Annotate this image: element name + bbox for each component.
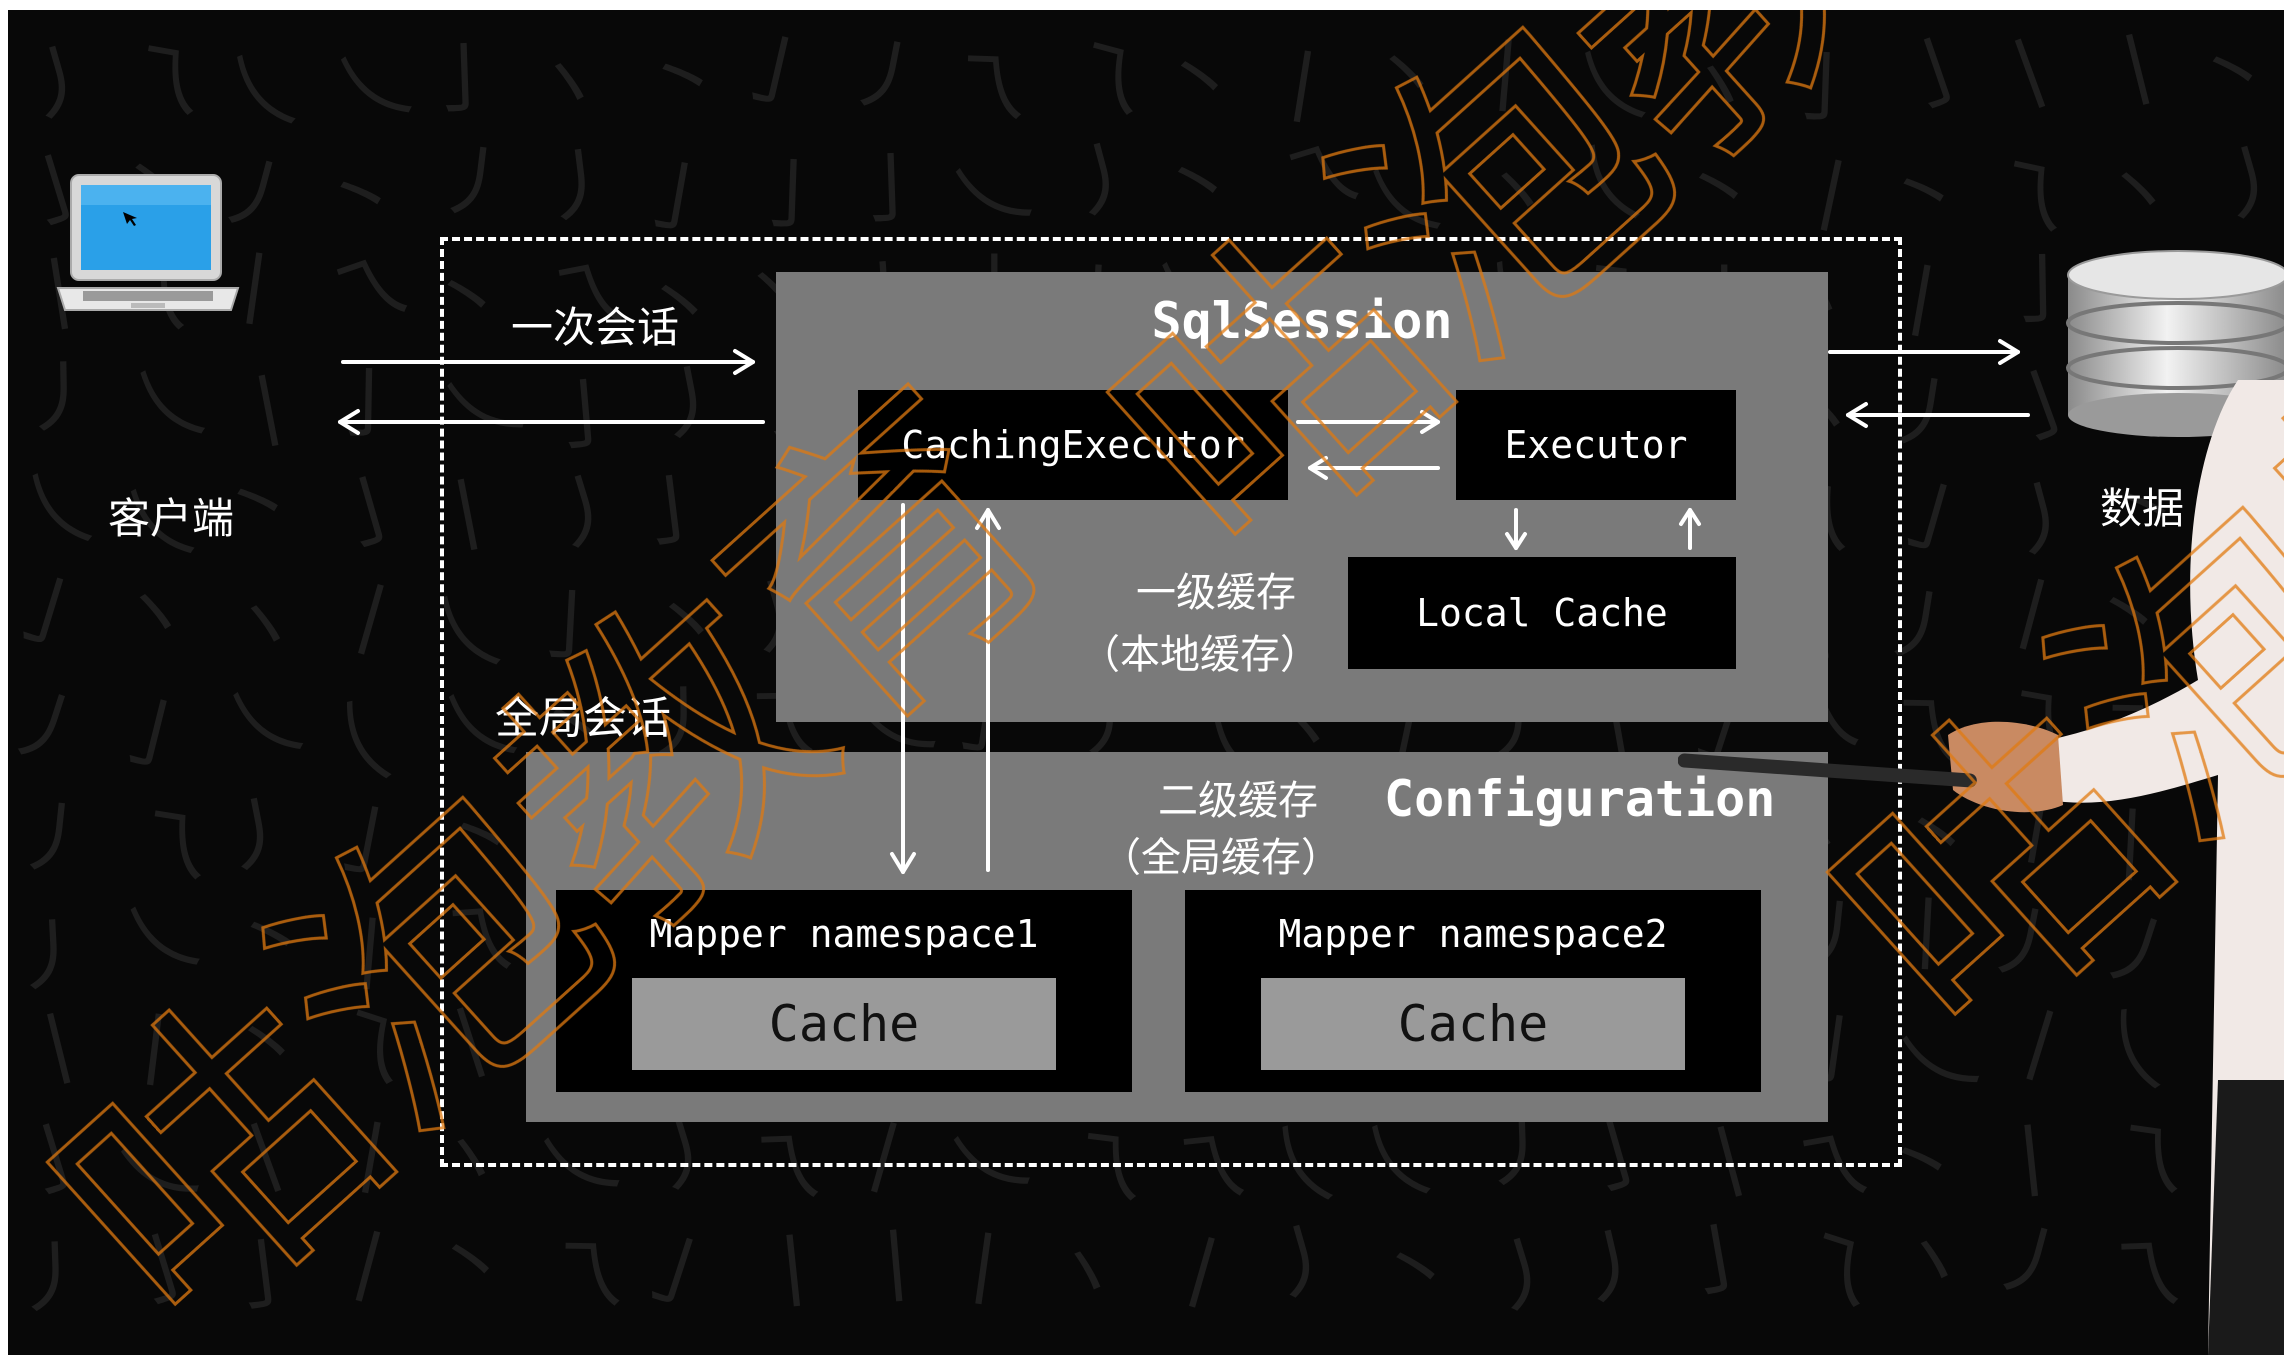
- arrow-session-to-client: [338, 409, 765, 435]
- sqlsession-title: SqlSession: [1151, 292, 1453, 350]
- executor-box: Executor: [1456, 390, 1736, 500]
- mapper-namespace1-box: Mapper namespace1 Cache: [556, 890, 1132, 1092]
- presenter-figure: [1678, 380, 2284, 1355]
- cache1-box: Cache: [632, 978, 1056, 1070]
- client-label: 客户端: [108, 494, 235, 543]
- level1-cache-label: 一级缓存: [1136, 570, 1296, 616]
- watermark-layer: 咕泡教育 咕泡教育 咕泡教育: [8, 10, 2284, 1355]
- level2-cache-sub-label: （全局缓存）: [1101, 835, 1341, 881]
- caching-executor-box: CachingExecutor: [858, 390, 1288, 500]
- arrow-mapper-to-caching: [975, 508, 1001, 872]
- cache2-label: Cache: [1397, 995, 1549, 1053]
- arrows-layer: [338, 339, 2030, 874]
- database-label: 数据: [2100, 484, 2185, 533]
- watermark-text: 咕泡教育: [1052, 10, 2177, 623]
- mapper-namespace1-label: Mapper namespace1: [649, 912, 1039, 956]
- cache1-label: Cache: [768, 995, 920, 1053]
- arrow-database-to-session: [1846, 402, 2030, 428]
- mapper-namespace2-box: Mapper namespace2 Cache: [1185, 890, 1761, 1092]
- local-cache-label: Local Cache: [1416, 591, 1668, 635]
- lecture-slide: 丿亅丨丿乀亅丿丿丿丨亅丿乁丶乁乀乀丶亅乁乀丨乀亅乀丿丨丨丶丶乀丿丶丶丨亅乀丶乁亅…: [8, 10, 2284, 1355]
- arrow-client-to-session: [341, 349, 755, 375]
- watermark-text: 咕泡教育: [1772, 40, 2284, 1102]
- arrow-local-cache-to-executor: [1679, 508, 1701, 550]
- executor-label: Executor: [1504, 423, 1688, 467]
- laptop-icon: [56, 174, 240, 311]
- global-session-boundary: [440, 237, 1902, 1167]
- local-cache-box: Local Cache: [1348, 557, 1736, 669]
- arrow-executor-to-caching: [1308, 456, 1440, 480]
- arrow-caching-to-mapper: [890, 503, 916, 874]
- level1-cache-sub-label: （本地缓存）: [1080, 632, 1320, 678]
- configuration-title: Configuration: [1384, 770, 1776, 828]
- caching-executor-label: CachingExecutor: [901, 423, 1245, 467]
- arrow-caching-to-executor: [1296, 410, 1440, 434]
- mapper-namespace2-label: Mapper namespace2: [1278, 912, 1668, 956]
- cache2-box: Cache: [1261, 978, 1685, 1070]
- global-session-label: 全局会话: [495, 693, 671, 744]
- level2-cache-label: 二级缓存: [1158, 778, 1318, 824]
- one-session-label: 一次会话: [511, 303, 680, 352]
- arrow-session-to-database: [1828, 339, 2020, 365]
- arrow-executor-to-local-cache: [1505, 508, 1527, 550]
- watermark-text: 咕泡教育: [8, 330, 1117, 1355]
